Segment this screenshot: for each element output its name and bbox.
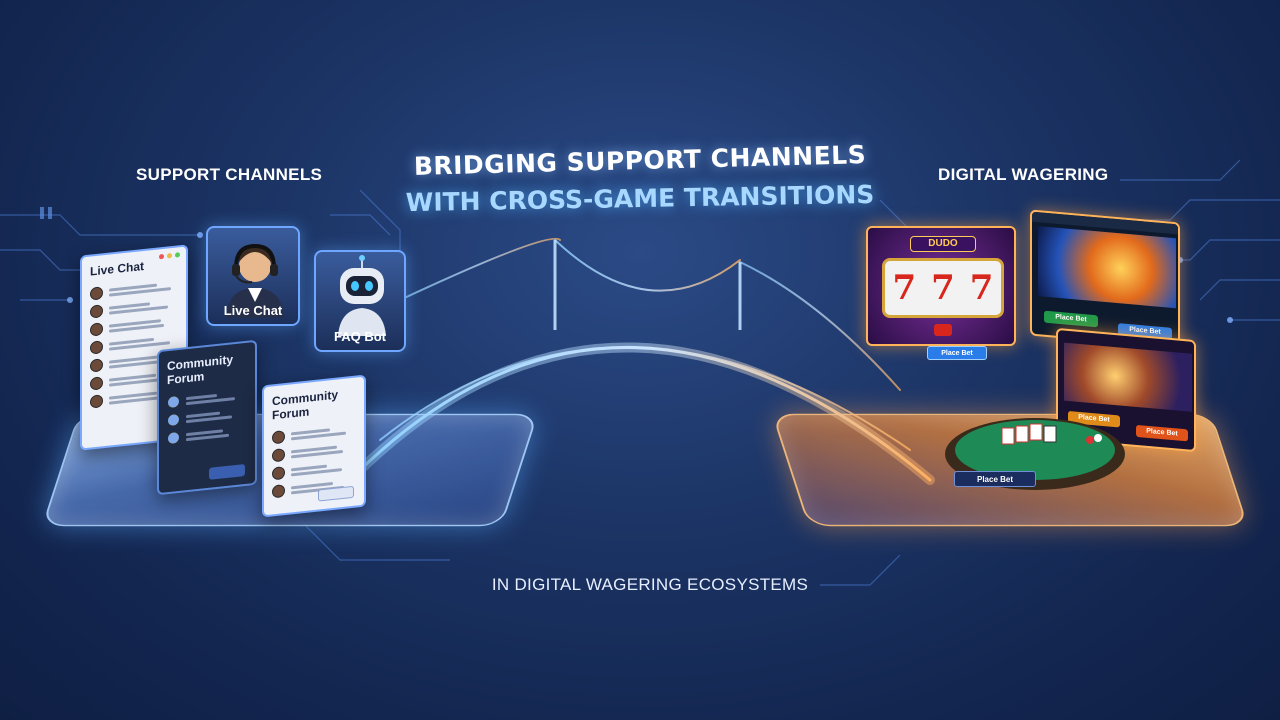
avatar	[272, 448, 285, 463]
game-artwork	[1064, 342, 1192, 412]
avatar	[167, 394, 180, 410]
avatar	[90, 286, 103, 301]
avatar	[90, 394, 103, 409]
robot-icon	[338, 255, 386, 336]
avatar	[90, 376, 103, 391]
agent-headset-icon	[226, 243, 284, 318]
reel-seven-icon: 7	[931, 268, 955, 308]
slot-place-bet-button[interactable]: Place Bet	[927, 346, 987, 360]
game1-place-bet-button-a[interactable]: Place Bet	[1044, 310, 1098, 328]
avatar	[90, 304, 103, 319]
avatar	[90, 340, 103, 355]
spin-button[interactable]	[934, 324, 952, 336]
live-chat-card-label: Live Chat	[223, 303, 283, 318]
avatar	[90, 358, 103, 373]
game-artwork	[1038, 226, 1176, 309]
table-place-bet-button[interactable]: Place Bet	[954, 471, 1036, 487]
footer-caption: IN DIGITAL WAGERING ECOSYSTEMS	[491, 575, 809, 594]
community-forum-light-window[interactable]: Community Forum	[262, 374, 366, 518]
reel-seven-icon: 7	[892, 268, 917, 308]
faq-bot-card[interactable]: FAQ Bot	[314, 250, 406, 352]
community-forum-dark-window[interactable]: Community Forum	[157, 339, 257, 496]
avatar	[90, 322, 103, 337]
forum-action-button[interactable]	[209, 464, 245, 480]
avatar	[167, 412, 180, 428]
avatar	[272, 430, 285, 445]
digital-wagering-heading: DIGITAL WAGERING	[938, 165, 1109, 184]
live-chat-agent-card[interactable]: Live Chat	[206, 226, 300, 326]
faq-bot-card-label: FAQ Bot	[334, 329, 386, 344]
forum-action-button[interactable]	[318, 485, 354, 502]
community-forum-light-title: Community Forum	[272, 387, 338, 423]
game2-place-bet-button-b[interactable]: Place Bet	[1136, 424, 1188, 442]
community-forum-dark-title: Community Forum	[167, 352, 233, 388]
slot-marquee: DUDO	[910, 236, 976, 252]
avatar	[272, 484, 285, 499]
list-item[interactable]	[167, 424, 247, 446]
game-panel-1[interactable]: Place Bet Place Bet	[1030, 209, 1180, 349]
support-channels-heading: SUPPORT CHANNELS	[136, 165, 323, 184]
avatar	[272, 466, 285, 481]
avatar	[167, 430, 180, 446]
reel-seven-icon: 7	[969, 268, 994, 308]
